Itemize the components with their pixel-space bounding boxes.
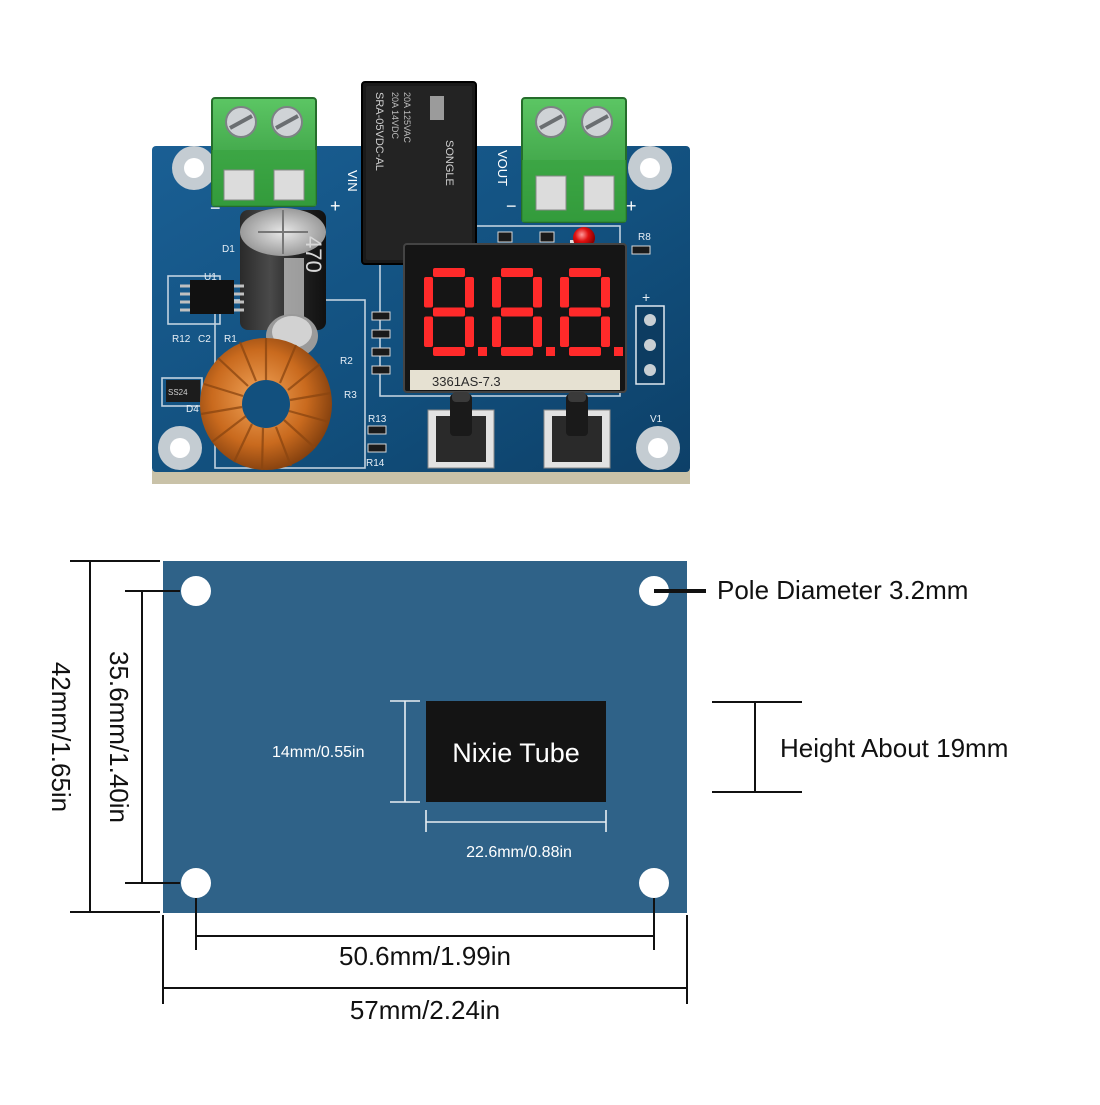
relay-model-text: SRA-05VDC-AL [373,92,385,171]
mounting-hole-icon [158,426,202,470]
display-segment [533,316,542,347]
display-segment [433,347,465,356]
silk-r14: R14 [366,458,385,469]
vout-minus-sign: − [506,196,517,216]
display-segment [533,277,542,308]
capacitor-value: 470 [301,236,326,273]
diode-marking: SS24 [168,388,188,397]
silk-v1: V1 [650,414,663,425]
hole-spacing-y-dimension [125,590,180,884]
display-segment [492,277,501,308]
header-plus-sign: + [642,289,650,305]
display-segment [501,307,533,317]
ic-chip [180,280,244,314]
pcb-edge [152,470,690,484]
schottky-diode: SS24 [166,380,200,402]
vout-plus-sign: + [626,196,637,216]
display-segment [433,268,465,277]
display-decimal-point [614,347,623,356]
board-width-dimension [162,915,688,1004]
silk-r2: R2 [340,356,353,367]
pole-diameter-label: Pole Diameter 3.2mm [717,575,968,605]
tube-width-label: 22.6mm/0.88in [466,844,572,861]
mounting-hole-icon [181,868,211,898]
pin-header [635,305,665,385]
tact-switch-left [427,392,495,469]
display-segment [424,316,433,347]
display-segment [424,277,433,308]
hole-spacing-y-label: 35.6mm/1.40in [104,651,134,823]
silk-c2: C2 [198,334,211,345]
hole-spacing-x-label: 50.6mm/1.99in [339,941,511,971]
silk-r3: R3 [344,390,357,401]
board-height-label: 42mm/1.65in [46,662,76,812]
height-callout-bracket [712,701,802,793]
display-segment [465,316,474,347]
relay-logo-icon [430,96,444,120]
display-segment [492,316,501,347]
board-outline [163,561,687,913]
dimension-diagram: Nixie Tube 14mm/0.55in 22.6mm/0.88in Pol… [46,560,1008,1025]
tact-switch-right [543,392,611,469]
silk-d4: D4 [186,404,199,415]
relay-rating-1: 20A 14VDC [390,92,400,140]
vout-label: VOUT [495,150,510,186]
input-terminal-block [211,97,317,207]
display-digits [424,268,623,356]
display-decimal-point [478,347,487,356]
silk-r1: R1 [224,334,237,345]
seven-segment-display: 3361AS-7.3 [403,243,627,393]
display-segment [560,316,569,347]
display-segment [601,316,610,347]
display-decimal-point [546,347,555,356]
display-segment [501,347,533,356]
vin-minus-sign: − [210,198,221,218]
mounting-hole-icon [639,868,669,898]
mounting-hole-icon [628,146,672,190]
mounting-hole-icon [636,426,680,470]
tube-height-dimension [390,700,420,803]
display-segment [465,277,474,308]
silk-r13: R13 [368,414,387,425]
smd-resistors [367,231,651,453]
silk-r12: R12 [172,334,191,345]
vin-plus-sign: + [330,196,341,216]
module-photo: VIN − + VOUT − + SRA-05VDC-AL 20A 14VDC … [152,81,690,484]
relay: SRA-05VDC-AL 20A 14VDC 20A 125VAC SONGLE [361,81,477,265]
display-segment [601,277,610,308]
toroid-inductor [200,338,332,471]
nixie-tube-box [426,701,606,802]
silk-d1: D1 [222,244,235,255]
silk-r8: R8 [638,232,651,243]
vin-label: VIN [345,170,360,192]
board-width-label: 57mm/2.24in [350,995,500,1025]
display-part-number: 3361AS-7.3 [432,374,501,389]
tube-width-dimension [425,810,607,832]
electrolytic-capacitor: 470 [240,208,326,330]
relay-rating-2: 20A 125VAC [402,92,412,143]
mounting-hole-icon [172,146,216,190]
nixie-tube-label: Nixie Tube [452,738,580,768]
relay-brand: SONGLE [443,140,455,186]
output-terminal-block [521,97,627,223]
display-segment [569,347,601,356]
mounting-hole-icon [181,576,211,606]
display-segment [501,268,533,277]
display-segment [569,307,601,317]
tube-height-label: 14mm/0.55in [272,744,365,761]
display-segment [433,307,465,317]
display-segment [560,277,569,308]
silk-u1: U1 [204,272,217,283]
board-height-dimension [70,560,160,913]
hole-spacing-x-dimension [195,898,655,950]
display-segment [569,268,601,277]
height-label: Height About 19mm [780,733,1008,763]
